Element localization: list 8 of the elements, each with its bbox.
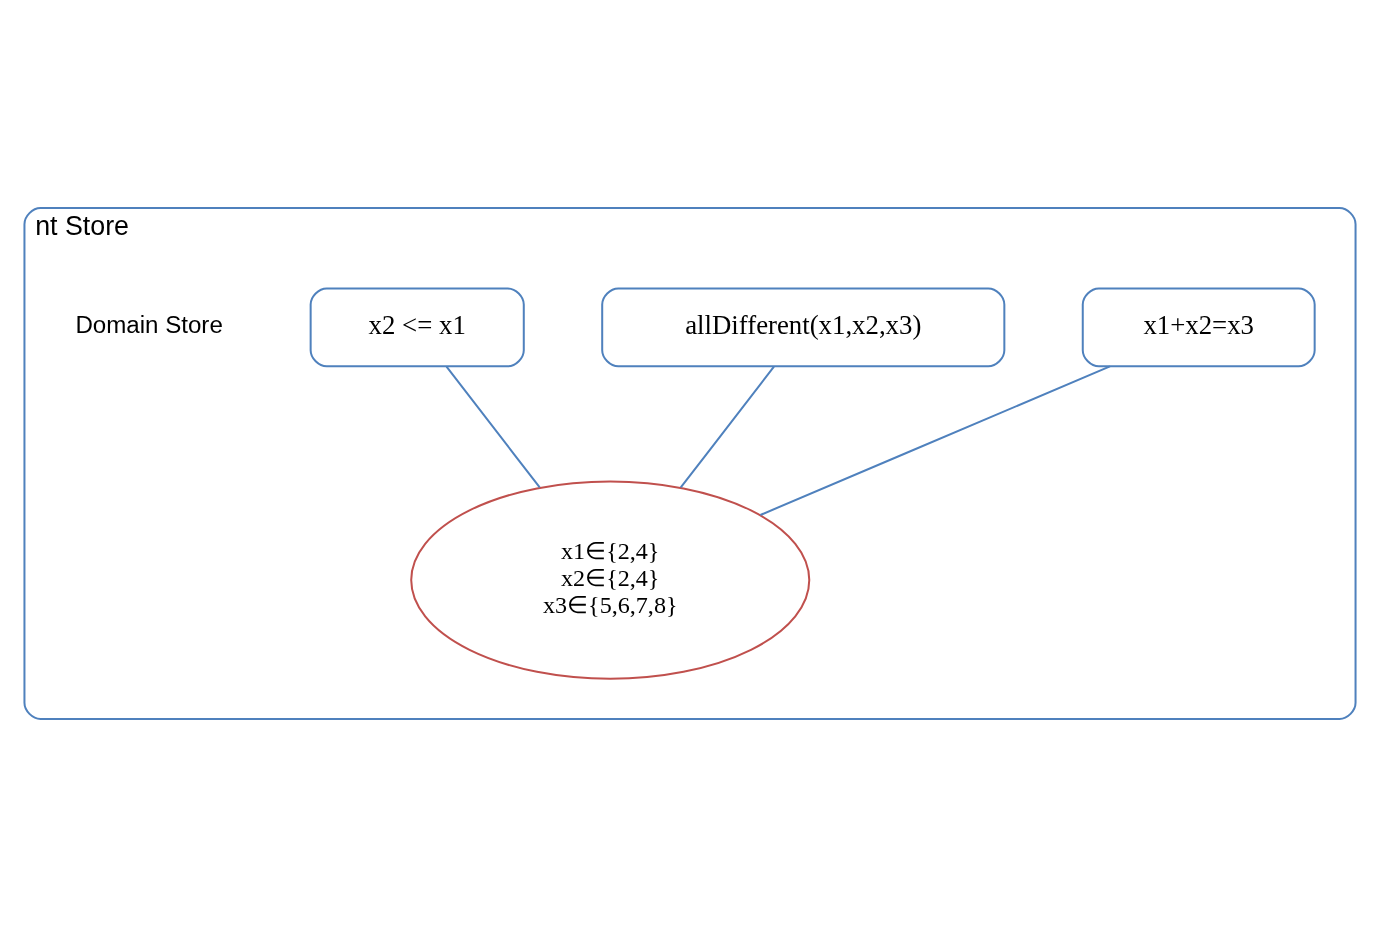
label: Domain Store bbox=[75, 311, 223, 339]
node-box: allDifferent(x1,x2,x3) bbox=[601, 287, 1006, 368]
node-box: x1+x2=x3 bbox=[1081, 287, 1316, 368]
node-box: x2 <= x1 bbox=[309, 287, 525, 368]
connector bbox=[680, 366, 775, 488]
node-ellipse: x1∈{2,4} x2∈{2,4} x3∈{5,6,7,8} bbox=[410, 480, 811, 680]
connector bbox=[445, 366, 541, 488]
connector bbox=[760, 365, 1111, 516]
